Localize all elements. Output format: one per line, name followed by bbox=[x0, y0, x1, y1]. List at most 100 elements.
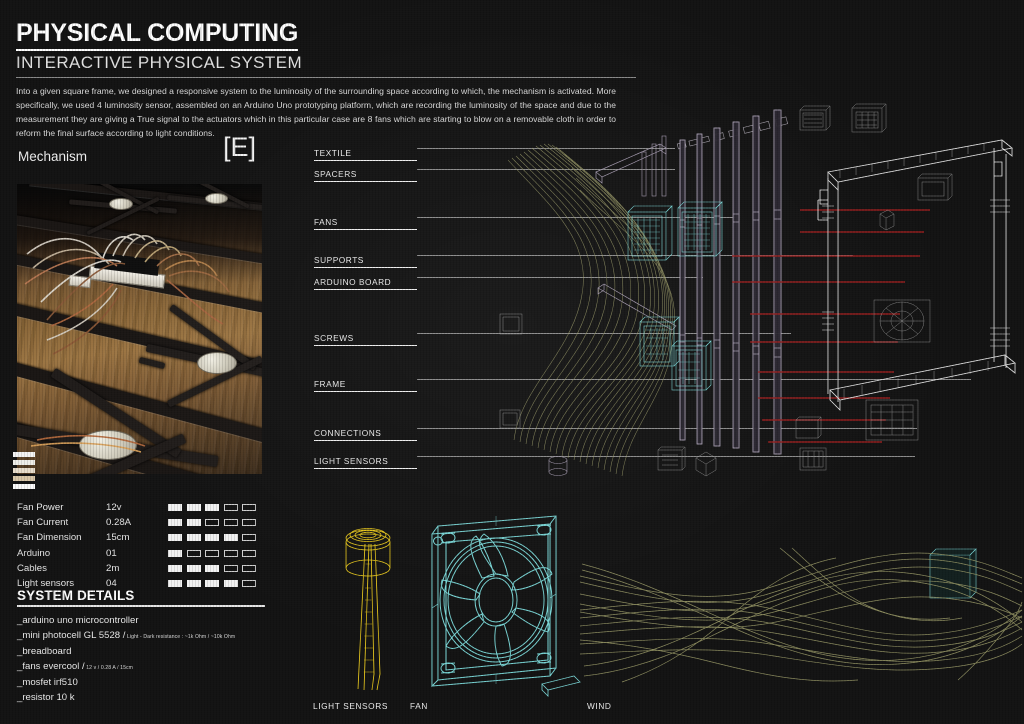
poster-header: PHYSICAL COMPUTING INTERACTIVE PHYSICAL … bbox=[16, 20, 636, 141]
fan-detail-diagram bbox=[431, 515, 581, 697]
callout-label: TEXTILE bbox=[314, 148, 352, 158]
swatch bbox=[13, 484, 35, 489]
photo-fan-unit bbox=[138, 304, 262, 408]
system-details-list: _arduino uno microcontroller_mini photoc… bbox=[17, 613, 267, 706]
photo-fan-unit bbox=[68, 184, 179, 236]
spec-row: Fan Current 0.28A bbox=[17, 515, 267, 530]
callout-underline bbox=[314, 217, 735, 231]
callout-leader-line bbox=[417, 428, 917, 429]
section-tag: [E] bbox=[222, 132, 256, 162]
spec-value: 2m bbox=[106, 562, 120, 574]
intro-paragraph: Into a given square frame, we designed a… bbox=[16, 85, 616, 138]
callout-label: ARDUINO BOARD bbox=[314, 277, 392, 287]
level-block-filled bbox=[168, 549, 182, 557]
system-detail-main: _mini photocell GL 5528 / bbox=[17, 630, 126, 642]
exploded-axonometric-diagram bbox=[499, 103, 1016, 599]
spec-row: Fan Power 12v bbox=[17, 500, 267, 515]
system-detail-main: _fans evercool / bbox=[17, 661, 85, 673]
level-block-empty bbox=[242, 504, 256, 512]
spec-value: 12v bbox=[106, 502, 122, 514]
bottom-label: LIGHT SENSORS bbox=[313, 701, 388, 711]
level-block-empty bbox=[223, 549, 238, 557]
light-sensor-exploded bbox=[548, 456, 568, 476]
diagram-callout: LIGHT SENSORS bbox=[314, 456, 915, 470]
spec-label: Fan Dimension bbox=[17, 532, 82, 544]
callout-leader-line bbox=[417, 277, 703, 278]
callout-leader-line bbox=[417, 456, 915, 457]
connection-lines bbox=[732, 209, 930, 443]
callout-leader-line bbox=[417, 217, 735, 218]
diagram-callout: CONNECTIONS bbox=[314, 428, 917, 442]
level-block-filled bbox=[205, 564, 219, 572]
level-block-empty bbox=[223, 519, 238, 527]
level-block-filled bbox=[205, 504, 219, 512]
system-details: SYSTEM DETAILS _arduino uno microcontrol… bbox=[17, 588, 267, 706]
mechanism-title: Mechanism bbox=[18, 149, 88, 164]
level-block-filled bbox=[186, 580, 201, 588]
spec-value: 15cm bbox=[106, 532, 130, 544]
spacer-detail-chain bbox=[676, 116, 788, 150]
level-block-empty bbox=[223, 564, 238, 572]
callout-underline bbox=[314, 255, 853, 269]
callout-label: SUPPORTS bbox=[314, 255, 364, 265]
spec-label: Cables bbox=[17, 562, 47, 574]
swatch bbox=[13, 468, 35, 473]
callout-underline bbox=[314, 148, 675, 162]
mechanism-header: Mechanism [E] bbox=[18, 134, 256, 166]
system-details-divider bbox=[17, 605, 265, 607]
system-detail-sub: 12 v / 0.28 A / 15cm bbox=[84, 665, 133, 672]
level-block-empty bbox=[242, 580, 256, 588]
callout-label: SCREWS bbox=[314, 333, 354, 343]
level-block-empty bbox=[242, 519, 256, 527]
callout-leader-line bbox=[417, 255, 853, 256]
photo-wiring bbox=[24, 233, 230, 453]
spec-row: Cables 2m bbox=[17, 561, 267, 576]
callout-label: FRAME bbox=[314, 379, 346, 389]
spec-value: 0.28A bbox=[106, 517, 132, 529]
spacer-bar bbox=[597, 283, 677, 331]
level-block-filled bbox=[168, 534, 182, 542]
level-block-filled bbox=[168, 580, 182, 588]
level-block-filled bbox=[168, 504, 182, 512]
system-detail-main: _breadboard bbox=[17, 645, 72, 657]
arduino-board-exploded bbox=[929, 548, 977, 599]
system-detail-sub: Light - Dark resistance : ~1k Ohm / ~10k… bbox=[125, 634, 236, 641]
system-detail-item: _breadboard bbox=[17, 644, 267, 660]
callout-label: LIGHT SENSORS bbox=[314, 456, 389, 466]
level-block-empty bbox=[205, 549, 219, 557]
swatch bbox=[13, 476, 35, 481]
level-block-filled bbox=[223, 580, 238, 588]
photo-color-swatches bbox=[13, 452, 35, 492]
callout-underline bbox=[314, 428, 917, 442]
bottom-label: WIND bbox=[587, 701, 612, 711]
callout-leader-line bbox=[417, 148, 675, 149]
callout-underline bbox=[314, 277, 703, 291]
spec-label: Light sensors bbox=[17, 578, 75, 590]
system-detail-item: _fans evercool / 12 v / 0.28 A / 15cm bbox=[17, 659, 267, 675]
mechanism-photo bbox=[17, 184, 262, 474]
system-detail-item: _mosfet irf510 bbox=[17, 675, 267, 691]
light-sensor-detail-diagram bbox=[345, 528, 391, 691]
level-block-filled bbox=[205, 534, 219, 542]
page-subtitle: INTERACTIVE PHYSICAL SYSTEM bbox=[16, 53, 303, 73]
spec-label: Fan Power bbox=[17, 502, 64, 514]
system-details-title: SYSTEM DETAILS bbox=[17, 588, 135, 603]
level-block-empty bbox=[242, 534, 256, 542]
system-detail-item: _resistor 10 k bbox=[17, 690, 267, 706]
bottom-label: FAN bbox=[410, 701, 428, 711]
callout-leader-line bbox=[417, 379, 971, 380]
level-block-empty bbox=[242, 564, 256, 572]
main-frame-wireframe bbox=[817, 139, 1016, 412]
level-block-filled bbox=[186, 519, 201, 527]
spacer-bar bbox=[595, 143, 667, 184]
callout-label: CONNECTIONS bbox=[314, 428, 382, 438]
callout-underline bbox=[314, 456, 915, 470]
callout-underline bbox=[314, 169, 675, 183]
diagram-callout: SPACERS bbox=[314, 169, 675, 183]
spec-label: Fan Current bbox=[17, 517, 69, 529]
diagram-callout: SUPPORTS bbox=[314, 255, 853, 269]
level-block-filled bbox=[186, 504, 201, 512]
